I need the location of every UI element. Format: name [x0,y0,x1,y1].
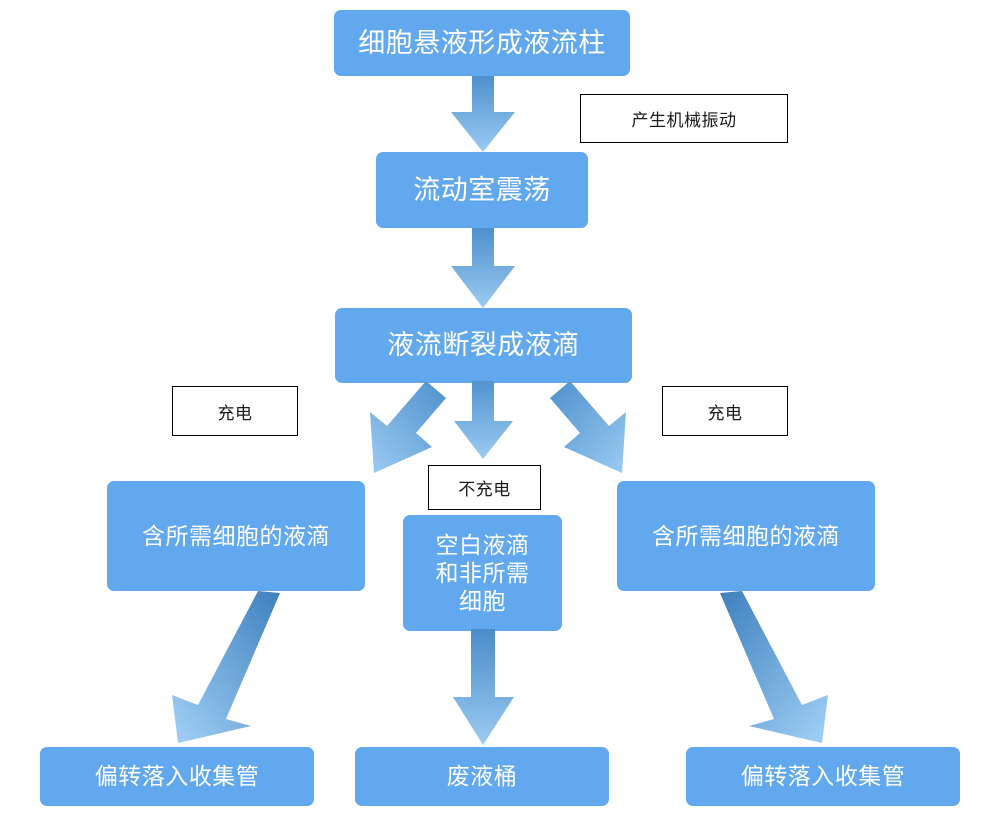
node-flow-chamber-oscillation[interactable]: 流动室震荡 [376,152,588,228]
arrow-down-right-n6-to-n9 [720,591,828,743]
node-label: 液流断裂成液滴 [387,330,580,361]
node-droplet-with-desired-cells-left[interactable]: 含所需细胞的液滴 [107,481,365,591]
arrow-down-n1-to-n2 [451,76,515,152]
node-label: 含所需细胞的液滴 [652,522,840,549]
node-label: 偏转落入收集管 [94,763,260,790]
node-label: 细胞悬液形成液流柱 [358,27,606,58]
note-label: 不充电 [458,480,511,499]
node-label: 废液桶 [446,763,518,790]
node-stream-breaks-into-droplets[interactable]: 液流断裂成液滴 [335,308,632,383]
note-charge-left[interactable]: 充电 [172,386,298,436]
node-droplet-with-desired-cells-right[interactable]: 含所需细胞的液滴 [617,481,875,591]
node-deflect-into-collection-tube-right[interactable]: 偏转落入收集管 [686,747,960,806]
node-label: 偏转落入收集管 [740,763,906,790]
note-label: 产生机械振动 [631,111,737,130]
node-label: 空白液滴 和非所需 细胞 [435,531,530,615]
note-label: 充电 [707,403,743,423]
note-charge-right[interactable]: 充电 [662,386,788,436]
arrow-down-n5-to-n8 [453,629,514,745]
node-label: 含所需细胞的液滴 [142,522,330,549]
node-label: 流动室震荡 [413,174,551,205]
node-cell-suspension-stream[interactable]: 细胞悬液形成液流柱 [334,10,630,76]
arrow-down-n2-to-n3 [451,228,515,308]
note-mechanical-vibration[interactable]: 产生机械振动 [580,94,788,143]
note-label: 充电 [217,403,253,423]
arrow-down-left-n4-to-n7 [172,591,280,743]
note-no-charge[interactable]: 不充电 [428,465,541,510]
arrow-down-n3-to-n5 [454,381,513,459]
node-deflect-into-collection-tube-left[interactable]: 偏转落入收集管 [40,747,314,806]
node-blank-droplet-and-unwanted-cells[interactable]: 空白液滴 和非所需 细胞 [403,515,562,631]
arrow-down-right-n3-to-n6 [550,381,626,473]
node-waste-container[interactable]: 废液桶 [355,747,609,806]
